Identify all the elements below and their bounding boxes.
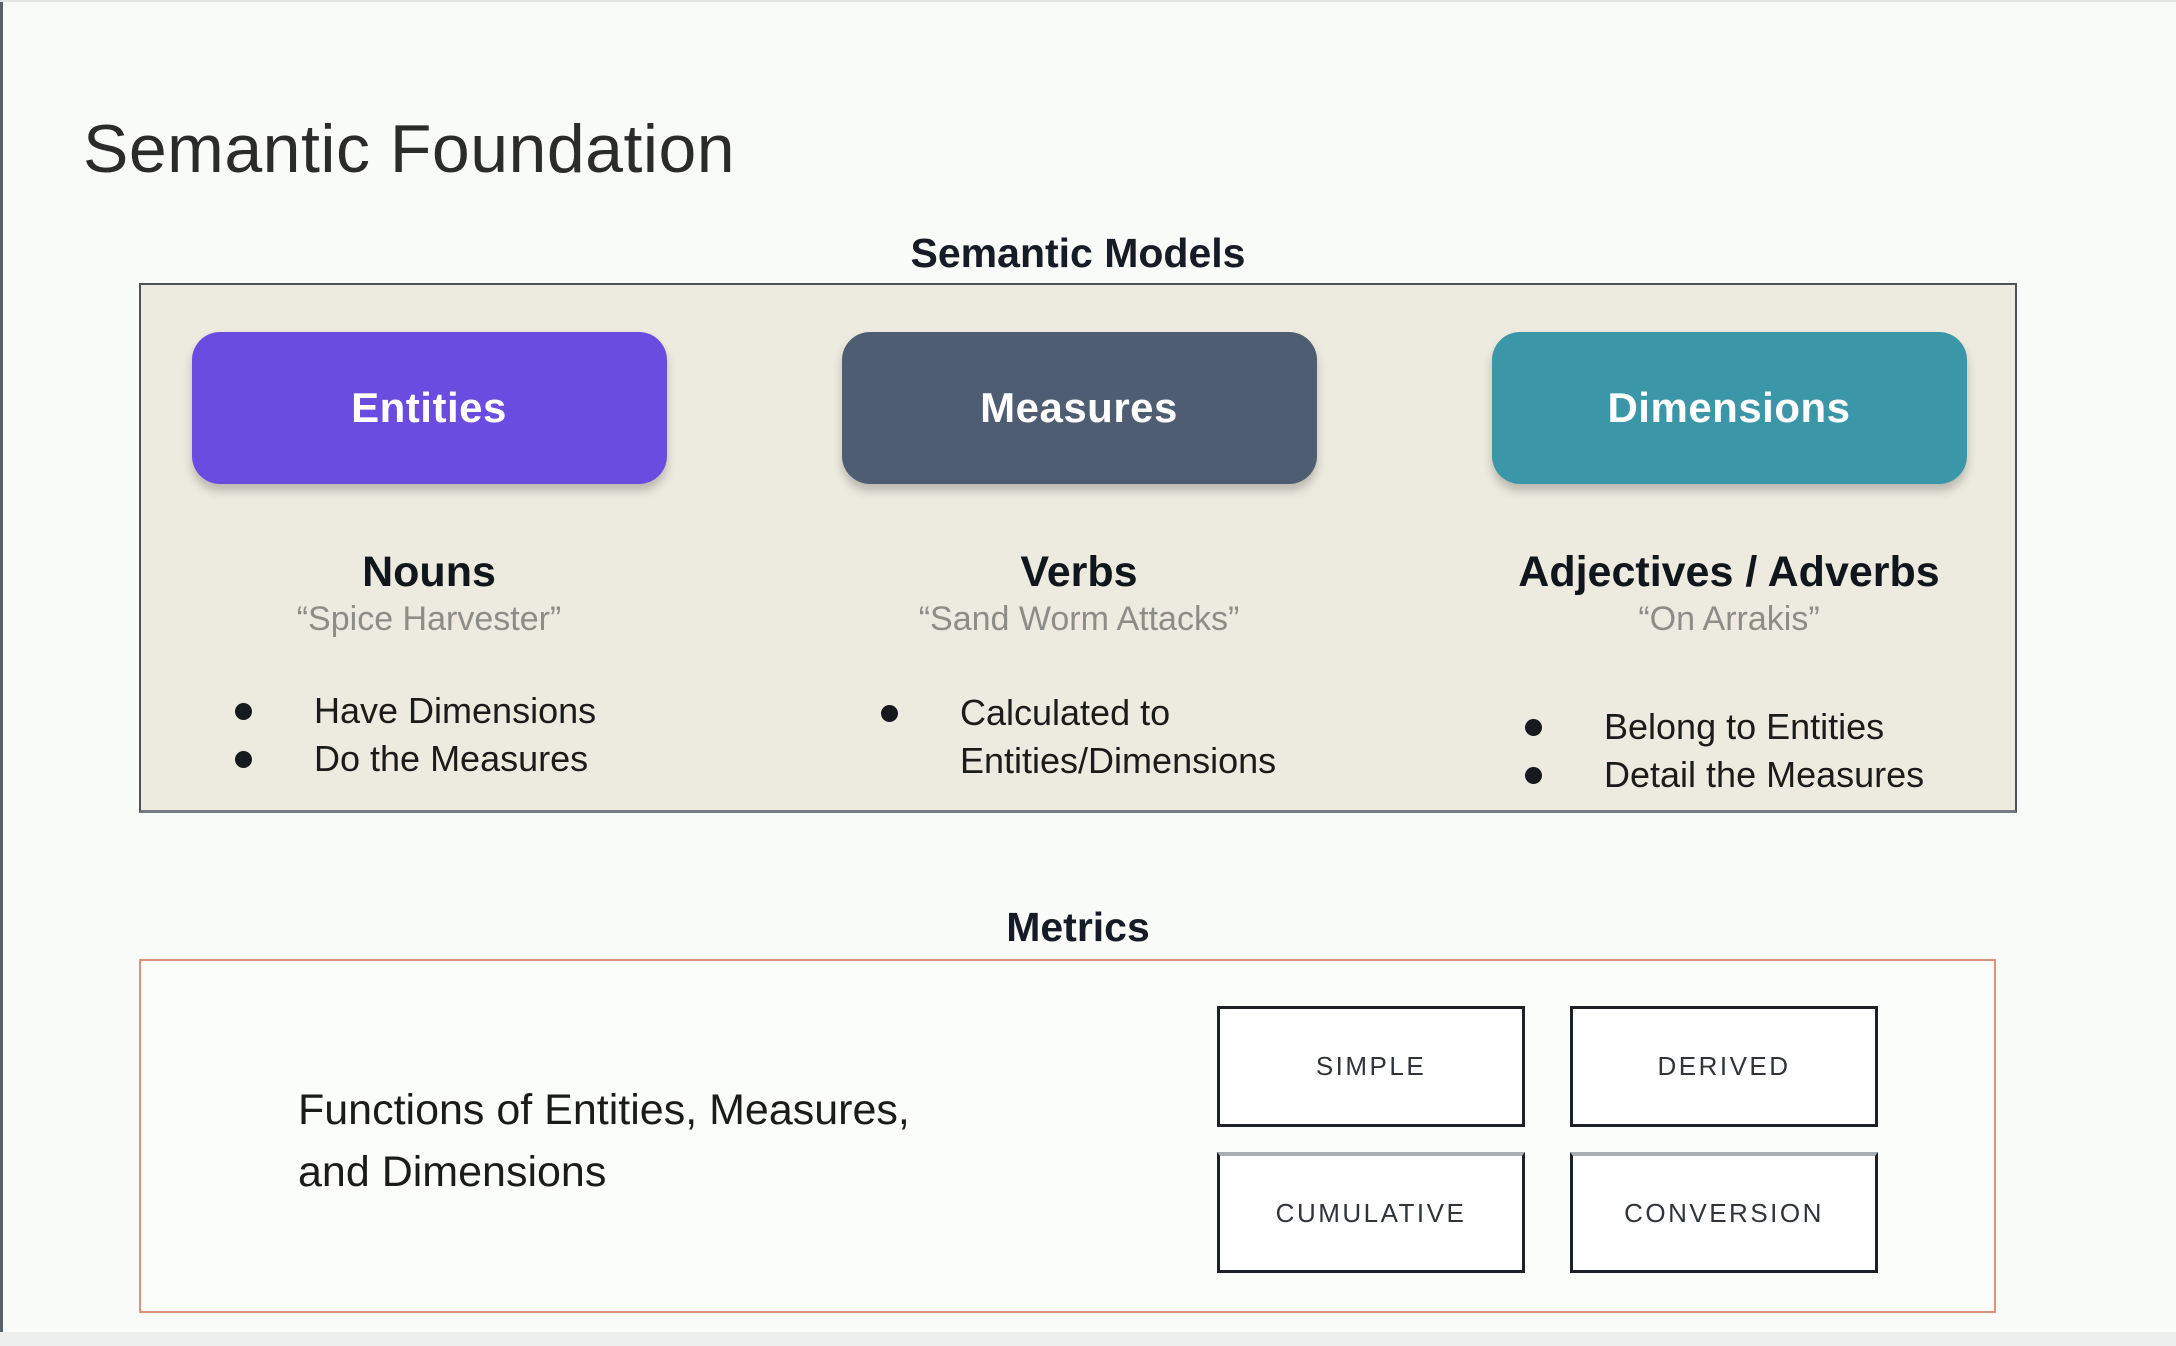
bullet-dot-icon (1525, 766, 1542, 784)
metrics-description: Functions of Entities, Measures, and Dim… (298, 1079, 910, 1203)
measures-column: Measures Verbs “Sand Worm Attacks” Calcu… (819, 332, 1339, 785)
entities-column: Entities Nouns “Spice Harvester” Have Di… (169, 332, 689, 783)
bullet-item: Belong to Entities (1525, 703, 1989, 751)
bullet-item: Do the Measures (235, 735, 689, 783)
metric-type-box-conversion: CONVERSION (1570, 1152, 1878, 1273)
metrics-description-line2: and Dimensions (298, 1148, 607, 1196)
metric-type-box-derived: DERIVED (1570, 1006, 1878, 1127)
dimensions-column: Dimensions Adjectives / Adverbs “On Arra… (1469, 332, 1989, 799)
measures-bullet-list: Calculated to Entities/Dimensions (819, 689, 1339, 785)
semantic-models-panel: Entities Nouns “Spice Harvester” Have Di… (139, 283, 2017, 813)
semantic-models-heading: Semantic Models (910, 230, 1246, 276)
bullet-text: Have Dimensions (314, 689, 597, 731)
measures-word-class: Verbs (1020, 548, 1138, 596)
metrics-panel: Functions of Entities, Measures, and Dim… (139, 959, 1996, 1313)
window-top-edge (0, 0, 2176, 2)
dimensions-example: “On Arrakis” (1638, 600, 1820, 639)
bullet-text: Calculated to Entities/Dimensions (960, 691, 1277, 781)
bullet-dot-icon (881, 704, 898, 722)
bullet-dot-icon (235, 750, 252, 768)
bullet-item: Calculated to Entities/Dimensions (881, 689, 1339, 785)
entities-example: “Spice Harvester” (296, 600, 562, 639)
metrics-description-line1: Functions of Entities, Measures, (298, 1086, 910, 1134)
bullet-text: Detail the Measures (1604, 753, 1925, 795)
metric-type-box-cumulative: CUMULATIVE (1217, 1152, 1525, 1273)
entities-button: Entities (191, 332, 667, 484)
bullet-item: Detail the Measures (1525, 751, 1989, 799)
dimensions-button: Dimensions (1491, 332, 1967, 484)
measures-example: “Sand Worm Attacks” (918, 600, 1240, 639)
metric-type-box-simple: SIMPLE (1217, 1006, 1525, 1127)
window-left-edge (0, 0, 3, 1346)
bullet-dot-icon (1525, 718, 1542, 736)
slide-title: Semantic Foundation (83, 110, 736, 187)
dimensions-bullet-list: Belong to Entities Detail the Measures (1469, 703, 1989, 799)
bullet-text: Belong to Entities (1604, 705, 1885, 747)
metrics-heading: Metrics (1006, 904, 1150, 950)
bullet-item: Have Dimensions (235, 687, 689, 735)
bottom-shade (0, 1332, 2176, 1346)
measures-button: Measures (841, 332, 1317, 484)
bullet-dot-icon (235, 702, 252, 720)
bullet-text: Do the Measures (314, 737, 589, 779)
entities-word-class: Nouns (362, 548, 496, 596)
entities-bullet-list: Have Dimensions Do the Measures (169, 687, 689, 783)
dimensions-word-class: Adjectives / Adverbs (1518, 548, 1940, 596)
